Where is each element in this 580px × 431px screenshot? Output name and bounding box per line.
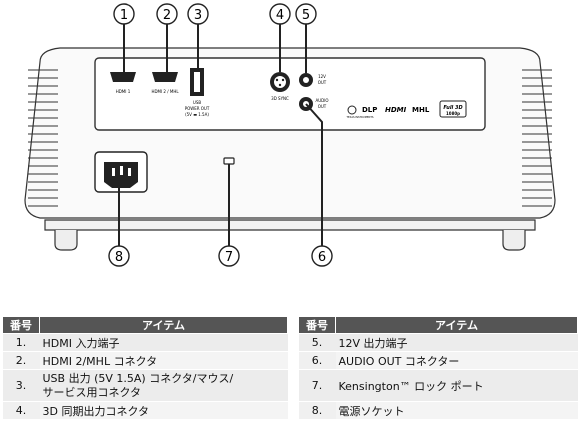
side-vents (28, 69, 552, 207)
row-item: HDMI 入力端子 (39, 333, 288, 352)
full3d-line2: 1080p (446, 111, 460, 116)
callout-7: 7 (218, 245, 240, 267)
callout-4: 4 (269, 3, 291, 25)
header-item: アイテム (39, 316, 288, 334)
table-row: 4. 3D 同期出力コネクタ (2, 401, 288, 420)
mhl-logo: MHL (412, 106, 430, 114)
row-num: 7. (298, 369, 336, 402)
audio-label-line1: AUDIO (315, 98, 328, 103)
sync-label: 3D SYNC (271, 96, 289, 101)
row-num: 2. (2, 351, 40, 370)
parts-table-right: 番号 アイテム 5. 12V 出力端子 6. AUDIO OUT コネクター 7… (298, 316, 578, 420)
usb-label-line1: USB (193, 100, 201, 105)
dlp-logo-text: DLP (362, 106, 377, 114)
connector-panel (94, 57, 486, 131)
v12-port: 12V OUT (299, 73, 327, 87)
callout-1-label: 1 (120, 8, 128, 23)
table-row: 2. HDMI 2/MHL コネクタ (2, 351, 288, 370)
header-num: 番号 (298, 316, 336, 334)
callout-8-label: 8 (115, 250, 123, 265)
kensington-slot (223, 157, 235, 165)
hdmi1-label: HDMI 1 (116, 89, 131, 94)
row-num: 6. (298, 351, 336, 370)
dlp-logo-sub: TEXAS INSTRUMENTS (347, 115, 374, 119)
table-row: 3. USB 出力 (5V 1.5A) コネクタ/マウス/ サービス用コネクタ (2, 369, 288, 402)
table-row: 5. 12V 出力端子 (298, 333, 578, 352)
row-num: 8. (298, 401, 336, 420)
hdmi-logo: HDMI (385, 106, 407, 114)
callout-2: 2 (156, 3, 178, 25)
callout-5: 5 (295, 3, 317, 25)
callout-3: 3 (187, 3, 209, 25)
header-item: アイテム (335, 316, 578, 334)
callout-7-label: 7 (225, 250, 233, 265)
callout-4-label: 4 (276, 8, 284, 23)
header-num: 番号 (2, 316, 40, 334)
row-item: 12V 出力端子 (335, 333, 578, 352)
table-row: 1. HDMI 入力端子 (2, 333, 288, 352)
callout-5-label: 5 (302, 8, 310, 23)
row-item-line1: USB 出力 (5V 1.5A) コネクタ/マウス/ (42, 371, 234, 385)
parts-table-left: 番号 アイテム 1. HDMI 入力端子 2. HDMI 2/MHL コネクタ … (2, 316, 288, 420)
row-num: 1. (2, 333, 40, 352)
table-row: 8. 電源ソケット (298, 401, 578, 420)
full3d-line1: Full 3D (443, 105, 462, 111)
row-item: AUDIO OUT コネクター (335, 351, 578, 370)
hdmi1-port: HDMI 1 (110, 72, 136, 94)
row-num: 5. (298, 333, 336, 352)
sync-port: 3D SYNC (270, 72, 290, 101)
dlp-logo: DLP TEXAS INSTRUMENTS (347, 105, 377, 119)
usb-label-line3: (5V ▬ 1.5A) (185, 112, 209, 117)
hdmi2-label: HDMI 2 / MHL (151, 89, 179, 94)
full3d-logo: Full 3D 1080p (439, 100, 467, 118)
callout-6: 6 (311, 245, 333, 267)
v12-label-line1: 12V (318, 74, 326, 79)
callout-1: 1 (113, 3, 135, 25)
row-num: 4. (2, 401, 40, 420)
table-header-row: 番号 アイテム (2, 316, 288, 334)
row-item: Kensington™ ロック ポート (335, 369, 578, 402)
hdmi2-port: HDMI 2 / MHL (151, 72, 179, 94)
row-item: 3D 同期出力コネクタ (39, 401, 288, 420)
row-num: 3. (2, 369, 40, 402)
row-item: 電源ソケット (335, 401, 578, 420)
row-item: HDMI 2/MHL コネクタ (39, 351, 288, 370)
usb-port: USB POWER OUT (5V ▬ 1.5A) (185, 68, 210, 117)
callout-2-label: 2 (163, 8, 171, 23)
power-socket (94, 151, 148, 193)
audio-label-line2: OUT (318, 104, 327, 109)
table-header-row: 番号 アイテム (298, 316, 578, 334)
projector-rear-diagram: HDMI 1 HDMI 2 / MHL USB POWER OUT (5V ▬ … (24, 3, 556, 267)
callout-8: 8 (108, 245, 130, 267)
table-row: 6. AUDIO OUT コネクター (298, 351, 578, 370)
callout-6-label: 6 (318, 250, 326, 265)
leader-lines (118, 24, 323, 246)
callout-3-label: 3 (194, 8, 202, 23)
row-item-line2: サービス用コネクタ (42, 385, 142, 399)
usb-label-line2: POWER OUT (185, 106, 210, 111)
table-row: 7. Kensington™ ロック ポート (298, 369, 578, 402)
v12-label-line2: OUT (318, 80, 327, 85)
row-item-multiline: USB 出力 (5V 1.5A) コネクタ/マウス/ サービス用コネクタ (39, 369, 288, 402)
